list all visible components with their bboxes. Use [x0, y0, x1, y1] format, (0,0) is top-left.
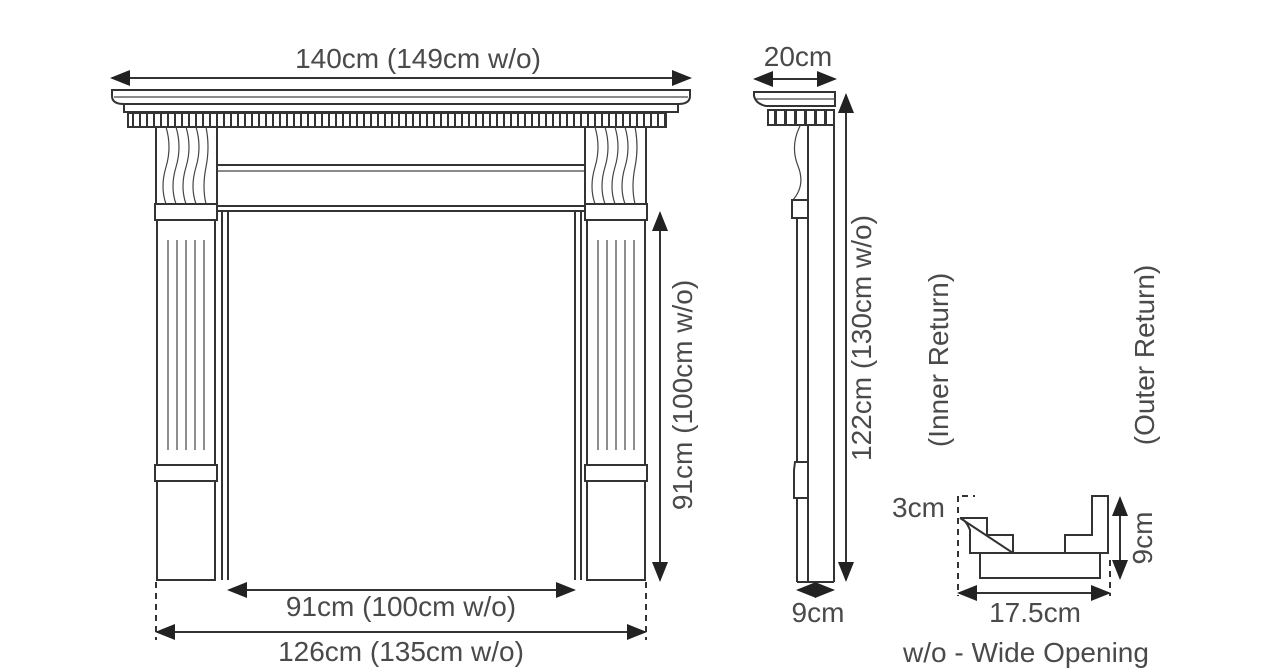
overall-height-label: 122cm (130cm w/o) [846, 215, 877, 461]
shelf-depth-label: 20cm [764, 41, 832, 72]
profile-width-label: 17.5cm [989, 597, 1081, 628]
left-pilaster [154, 126, 229, 581]
leg-depth-label: 9cm [792, 597, 845, 628]
profile-height-label: 9cm [1127, 512, 1158, 565]
outer-return-label: (Outer Return) [1129, 265, 1160, 446]
opening-width-label: 91cm (100cm w/o) [286, 591, 516, 622]
inner-return-label: (Inner Return) [923, 273, 954, 447]
side-view: 20cm 122cm (130cm w/o) 9cm [753, 41, 877, 628]
wide-opening-note: w/o - Wide Opening [902, 637, 1149, 668]
right-pilaster [574, 126, 648, 581]
profile-view: (Inner Return) (Outer Return) 3cm 9cm 17… [892, 265, 1160, 668]
footprint-width-label: 126cm (135cm w/o) [278, 636, 524, 667]
step-label: 3cm [892, 492, 945, 523]
frieze [217, 164, 585, 212]
front-view: 140cm (149cm w/o) [110, 43, 698, 667]
overall-width-label: 140cm (149cm w/o) [295, 43, 541, 74]
mantel-shelf [111, 89, 691, 128]
opening-height-label: 91cm (100cm w/o) [667, 280, 698, 510]
